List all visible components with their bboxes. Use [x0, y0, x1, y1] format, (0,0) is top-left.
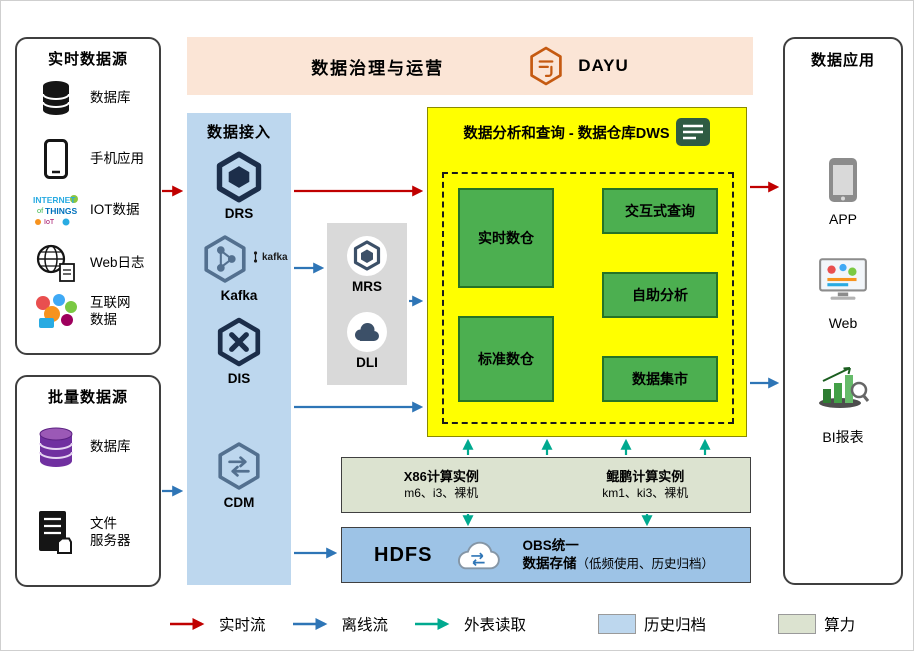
internet-data-icon — [31, 293, 81, 331]
obs-line1: OBS统一 — [522, 538, 579, 554]
compute-power-swatch — [778, 614, 817, 634]
self-service-analysis-box: 自助分析 — [602, 272, 718, 318]
governance-banner: 数据治理与运营 DAYU — [187, 37, 753, 95]
ingestion-panel: 数据接入 DRS — [187, 113, 291, 585]
hdfs-label: HDFS — [374, 543, 433, 566]
realtime-sources-panel: 实时数据源 数据库 手机应用 — [15, 37, 161, 355]
svg-text:INTERNET: INTERNET — [33, 195, 76, 205]
applications-panel: 数据应用 APP Web — [783, 37, 903, 585]
blue-arrow-glyph — [292, 618, 327, 630]
source-label: 数据库 — [90, 438, 131, 454]
dis-icon — [187, 317, 291, 367]
compute-title: X86计算实例 — [403, 468, 479, 484]
list-item: 数据库 — [31, 78, 153, 118]
file-server-icon — [31, 509, 81, 557]
list-item: 手机应用 — [31, 138, 153, 180]
iot-icon: INTERNET of THINGS IoT — [31, 191, 81, 229]
dws-title: 数据分析和查询 - 数据仓库DWS — [463, 125, 670, 142]
legend-item-offline: 离线流 — [292, 613, 388, 635]
svg-text:THINGS: THINGS — [45, 206, 77, 216]
dws-document-icon — [675, 117, 711, 147]
list-item: INTERNET of THINGS IoT IOT数据 — [31, 191, 153, 229]
service-label: DRS — [224, 206, 254, 221]
source-label: 互联网 数据 — [90, 295, 131, 327]
legend-item-compute-power: 算力 — [778, 613, 855, 635]
legend: 实时流 离线流 外表读取 历史归档 算力 — [169, 613, 855, 635]
kafka-badge: kafka — [251, 251, 288, 263]
dli-icon — [327, 311, 407, 353]
obs-line2: 数据存储 — [522, 556, 577, 571]
source-label: 数据库 — [90, 89, 131, 105]
legend-item-realtime: 实时流 — [169, 613, 266, 635]
compute-title: 鲲鹏计算实例 — [606, 468, 685, 484]
batch-sources-panel: 批量数据源 数据库 — [15, 375, 161, 587]
kafka-logo-glyph — [253, 251, 258, 263]
obs-description: OBS统一 数据存储（低频使用、历史归档） — [522, 537, 714, 572]
drs-icon — [187, 151, 291, 203]
data-mart-box: 数据集市 — [602, 356, 718, 402]
legend-item-external-read: 外表读取 — [414, 613, 526, 635]
obs-note: （低频使用、历史归档） — [576, 557, 714, 571]
panel-title: 批量数据源 — [47, 389, 128, 406]
cdm-icon — [187, 441, 291, 491]
storage-panel: HDFS OBS统一 数据存储（低频使用、历史归档） — [341, 527, 751, 583]
banner-title: 数据治理与运营 — [311, 58, 445, 78]
compute-panel: X86计算实例 m6、i3、裸机 鲲鹏计算实例 km1、ki3、裸机 — [341, 457, 751, 513]
application-label: Web — [828, 315, 858, 331]
service-label: MRS — [352, 279, 382, 294]
teal-arrow-glyph — [415, 618, 450, 630]
list-item: 互联网 数据 — [31, 293, 153, 331]
compute-subtitle: m6、i3、裸机 — [404, 485, 479, 500]
obs-cloud-icon — [448, 536, 506, 574]
panel-title: 数据应用 — [810, 52, 875, 69]
web-browser-icon — [785, 257, 901, 301]
red-arrow-glyph — [170, 618, 205, 630]
app-phone-icon — [785, 155, 901, 205]
phone-icon — [31, 138, 81, 180]
purple-database-icon — [31, 423, 81, 471]
application-label: BI报表 — [822, 429, 864, 445]
source-label: 手机应用 — [90, 150, 144, 166]
service-label: Kafka — [220, 288, 258, 303]
realtime-warehouse-box: 实时数仓 — [458, 188, 554, 288]
standard-warehouse-box: 标准数仓 — [458, 316, 554, 402]
processing-panel: MRS DLI — [327, 223, 407, 385]
database-icon — [31, 78, 81, 118]
legend-item-history-archive: 历史归档 — [598, 613, 706, 635]
source-label: Web日志 — [90, 254, 145, 270]
source-label: IOT数据 — [90, 201, 140, 217]
service-label: DLI — [356, 355, 378, 370]
history-archive-swatch — [598, 614, 637, 634]
svg-text:of: of — [37, 206, 44, 215]
list-item: 文件 服务器 — [31, 509, 153, 557]
application-label: APP — [828, 211, 857, 227]
bi-report-icon — [785, 363, 901, 409]
svg-text:IoT: IoT — [44, 219, 55, 226]
kunpeng-compute-group: 鲲鹏计算实例 km1、ki3、裸机 — [602, 469, 688, 501]
dws-panel: 数据分析和查询 - 数据仓库DWS 实时数仓 标准数仓 交互式查询 自助分析 数… — [427, 107, 747, 437]
x86-compute-group: X86计算实例 m6、i3、裸机 — [404, 469, 479, 501]
kafka-icon — [187, 235, 291, 283]
interactive-query-box: 交互式查询 — [602, 188, 718, 234]
list-item: 数据库 — [31, 423, 153, 471]
service-label: CDM — [223, 495, 255, 510]
source-label: 文件 服务器 — [90, 516, 131, 548]
list-item: Web日志 — [31, 243, 153, 283]
mrs-icon — [327, 235, 407, 277]
service-label: DIS — [227, 371, 251, 386]
panel-title: 数据接入 — [206, 124, 271, 141]
web-log-icon — [31, 243, 81, 283]
compute-subtitle: km1、ki3、裸机 — [602, 485, 689, 500]
panel-title: 实时数据源 — [47, 51, 128, 68]
dayu-icon — [528, 46, 564, 86]
dws-inner-group — [442, 172, 734, 424]
product-name: DAYU — [578, 56, 629, 75]
